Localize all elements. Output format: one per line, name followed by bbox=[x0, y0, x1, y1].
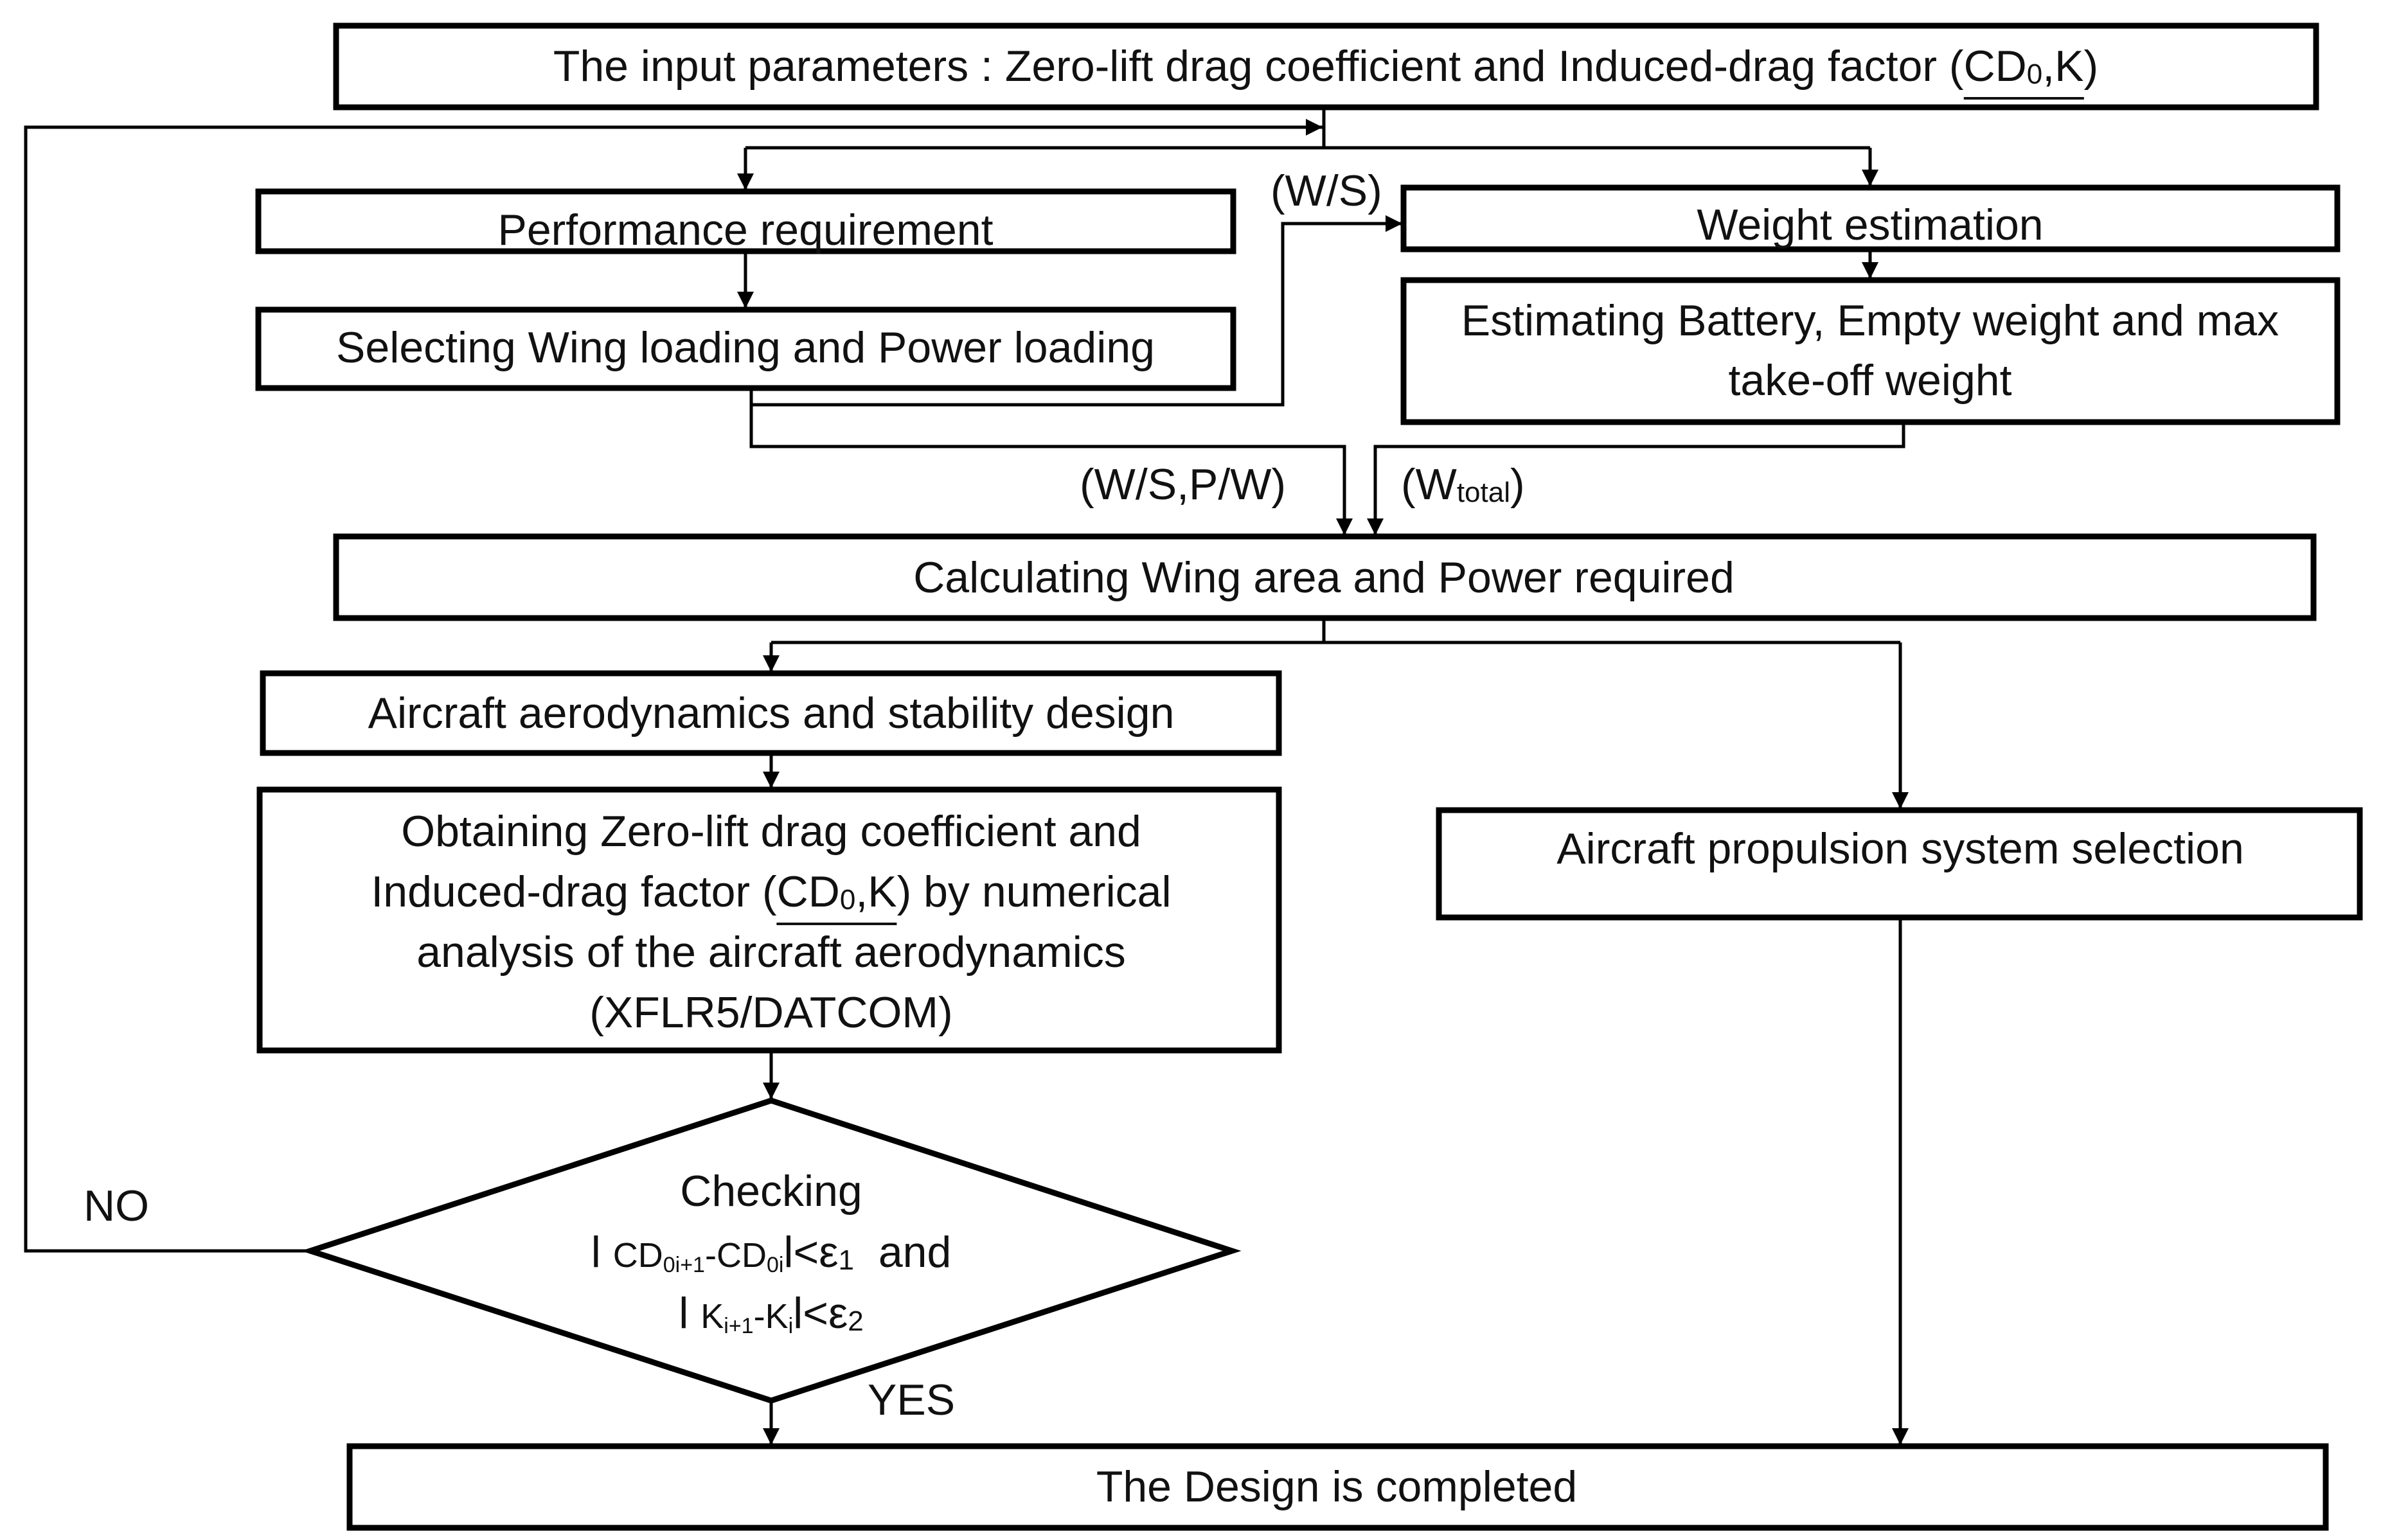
input-close: ) bbox=[2083, 42, 2099, 91]
input-cd: CD bbox=[1963, 42, 2027, 91]
check-k-bar-open: l bbox=[679, 1289, 689, 1338]
selecting-text: Selecting Wing loading and Power loading bbox=[336, 323, 1155, 372]
check-k-sub-1: i+1 bbox=[724, 1314, 754, 1338]
obtaining-text-line4: (XFLR5/DATCOM) bbox=[589, 988, 953, 1037]
weight-text: Weight estimation bbox=[1697, 200, 2044, 249]
check-eps-2: 2 bbox=[848, 1305, 864, 1337]
input-box-text: The input parameters : Zero-lift drag co… bbox=[553, 37, 2098, 100]
checking-text-line3: l Ki+1-Kil<ε2 bbox=[679, 1284, 864, 1356]
estimating-text-line2: take-off weight bbox=[1728, 356, 2012, 405]
checking-text-line1: Checking bbox=[680, 1167, 862, 1216]
completed-box bbox=[346, 1443, 2329, 1531]
check-k-sub-2: i bbox=[788, 1314, 794, 1338]
obtaining-line2-pre: Induced-drag factor ( bbox=[371, 867, 777, 916]
input-cd0k-symbol: CD0,K bbox=[1963, 42, 2084, 100]
input-cd-sub: 0 bbox=[2026, 58, 2043, 90]
check-and: and bbox=[854, 1228, 952, 1277]
edge-label-ws: (W/S) bbox=[1271, 166, 1382, 215]
input-box bbox=[333, 22, 2319, 111]
obtaining-cd-sub: 0 bbox=[839, 884, 856, 916]
check-k-tolerance: l<ε bbox=[793, 1289, 848, 1338]
wtotal-pre: (W bbox=[1401, 460, 1457, 509]
edge-label-yes: YES bbox=[868, 1376, 956, 1424]
obtaining-box bbox=[256, 786, 1282, 1054]
wtotal-post: ) bbox=[1510, 460, 1525, 509]
check-cd-bar-open: l bbox=[591, 1228, 601, 1277]
edge-label-wspw: (W/S,P/W) bbox=[1080, 460, 1287, 509]
obtaining-line2-post: ) by numerical bbox=[896, 867, 1172, 916]
check-cd-2: -CD bbox=[704, 1236, 767, 1275]
aero-text: Aircraft aerodynamics and stability desi… bbox=[368, 689, 1175, 738]
check-cd-1: CD bbox=[612, 1236, 663, 1275]
check-cd-sub-2: 0i bbox=[766, 1253, 784, 1277]
obtaining-cd: CD bbox=[776, 867, 840, 916]
input-label: The input parameters : Zero-lift drag co… bbox=[553, 42, 1964, 91]
check-k-2: -K bbox=[753, 1297, 789, 1336]
wtotal-sub: total bbox=[1456, 477, 1510, 508]
check-cd-tolerance: l<ε bbox=[783, 1228, 839, 1277]
check-cd-sub-1: 0i+1 bbox=[663, 1253, 705, 1277]
obtaining-text-line3: analysis of the aircraft aerodynamics bbox=[416, 928, 1126, 977]
completed-text: The Design is completed bbox=[1096, 1462, 1578, 1511]
performance-text: Performance requirement bbox=[497, 206, 994, 254]
check-k-1: K bbox=[700, 1297, 724, 1336]
check-eps-1: 1 bbox=[838, 1244, 855, 1276]
edge-label-no: NO bbox=[84, 1182, 149, 1230]
input-k: ,K bbox=[2042, 42, 2084, 91]
calculating-text: Calculating Wing area and Power required bbox=[913, 553, 1734, 602]
obtaining-text-line1: Obtaining Zero-lift drag coefficient and bbox=[401, 807, 1141, 856]
obtaining-text-line2: Induced-drag factor (CD0,K) by numerical bbox=[371, 862, 1172, 925]
obtaining-k: ,K bbox=[855, 867, 897, 916]
selecting-box bbox=[255, 306, 1236, 391]
estimating-box bbox=[1400, 277, 2341, 425]
obtaining-cd0k-symbol: CD0,K bbox=[776, 867, 897, 925]
propulsion-text: Aircraft propulsion system selection bbox=[1556, 824, 2244, 873]
checking-text-line2: l CD0i+1-CD0il<ε1 and bbox=[591, 1223, 952, 1295]
estimating-text-line1: Estimating Battery, Empty weight and max bbox=[1461, 296, 2279, 345]
edge-label-wtotal: (Wtotal) bbox=[1401, 459, 1525, 509]
